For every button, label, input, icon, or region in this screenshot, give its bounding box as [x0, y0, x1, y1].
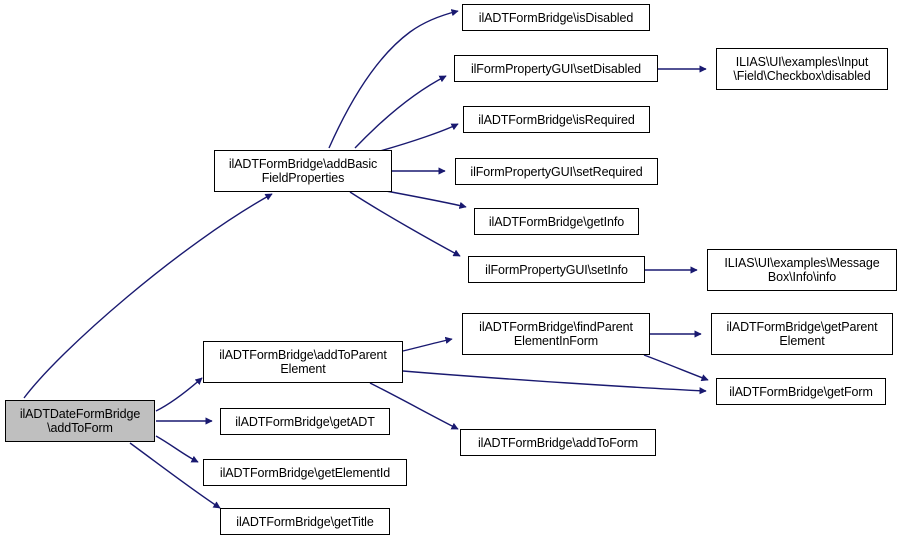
node-checkboxDisabled[interactable]: ILIAS\UI\examples\Input \Field\Checkbox\… [716, 48, 888, 90]
edge-root-to-getElementId [155, 435, 199, 463]
node-setRequired[interactable]: ilFormPropertyGUI\setRequired [455, 158, 658, 185]
node-label-addToParentElement: ilADTFormBridge\addToParent Element [219, 348, 387, 376]
node-label-setDisabled: ilFormPropertyGUI\setDisabled [470, 61, 642, 76]
edge-addBasicFieldProperties-to-getInfo [385, 190, 467, 209]
node-label-setRequired: ilFormPropertyGUI\setRequired [470, 164, 643, 179]
node-label-isRequired: ilADTFormBridge\isRequired [478, 112, 635, 127]
node-getForm[interactable]: ilADTFormBridge\getForm [716, 378, 886, 405]
node-label-getElementId: ilADTFormBridge\getElementId [219, 465, 391, 480]
edge-addToParentElement-to-findParentElementInForm [402, 336, 453, 352]
node-setInfo[interactable]: ilFormPropertyGUI\setInfo [468, 256, 645, 283]
node-addToForm[interactable]: ilADTFormBridge\addToForm [460, 429, 656, 456]
edge-addToParentElement-to-getForm [402, 370, 707, 395]
node-findParentElementInForm[interactable]: ilADTFormBridge\findParent ElementInForm [462, 313, 650, 355]
node-setDisabled[interactable]: ilFormPropertyGUI\setDisabled [454, 55, 658, 82]
edge-root-to-addToParentElement [155, 377, 203, 412]
node-addToParentElement[interactable]: ilADTFormBridge\addToParent Element [203, 341, 403, 383]
node-label-root: ilADTDateFormBridge \addToForm [19, 407, 141, 435]
node-label-getForm: ilADTFormBridge\getForm [729, 384, 873, 399]
node-label-addBasicFieldProperties: ilADTFormBridge\addBasic FieldProperties [228, 157, 378, 185]
node-addBasicFieldProperties[interactable]: ilADTFormBridge\addBasic FieldProperties [214, 150, 392, 192]
node-label-getADT: ilADTFormBridge\getADT [235, 414, 375, 429]
edge-addBasicFieldProperties-to-isRequired [379, 123, 459, 152]
edge-findParentElementInForm-to-getForm [643, 354, 709, 382]
node-messageBoxInfo[interactable]: ILIAS\UI\examples\Message Box\Info\info [707, 249, 897, 291]
node-label-addToForm: ilADTFormBridge\addToForm [477, 435, 639, 450]
node-getInfo[interactable]: ilADTFormBridge\getInfo [474, 208, 639, 235]
node-getElementId[interactable]: ilADTFormBridge\getElementId [203, 459, 407, 486]
node-label-messageBoxInfo: ILIAS\UI\examples\Message Box\Info\info [724, 256, 880, 284]
node-getTitle[interactable]: ilADTFormBridge\getTitle [220, 508, 390, 535]
node-label-setInfo: ilFormPropertyGUI\setInfo [485, 262, 628, 277]
node-getParentElement[interactable]: ilADTFormBridge\getParent Element [711, 313, 893, 355]
node-label-getInfo: ilADTFormBridge\getInfo [488, 214, 625, 229]
edge-addBasicFieldProperties-to-isDisabled [328, 9, 459, 149]
node-root[interactable]: ilADTDateFormBridge \addToForm [5, 400, 155, 442]
node-isRequired[interactable]: ilADTFormBridge\isRequired [463, 106, 650, 133]
edge-addBasicFieldProperties-to-setInfo [349, 191, 461, 257]
node-label-getParentElement: ilADTFormBridge\getParent Element [726, 320, 878, 348]
edge-addBasicFieldProperties-to-setDisabled [354, 75, 447, 149]
node-label-findParentElementInForm: ilADTFormBridge\findParent ElementInForm [479, 320, 633, 348]
node-isDisabled[interactable]: ilADTFormBridge\isDisabled [462, 4, 650, 31]
node-getADT[interactable]: ilADTFormBridge\getADT [220, 408, 390, 435]
node-label-isDisabled: ilADTFormBridge\isDisabled [478, 10, 634, 25]
node-label-getTitle: ilADTFormBridge\getTitle [236, 514, 374, 529]
node-label-checkboxDisabled: ILIAS\UI\examples\Input \Field\Checkbox\… [733, 55, 871, 83]
